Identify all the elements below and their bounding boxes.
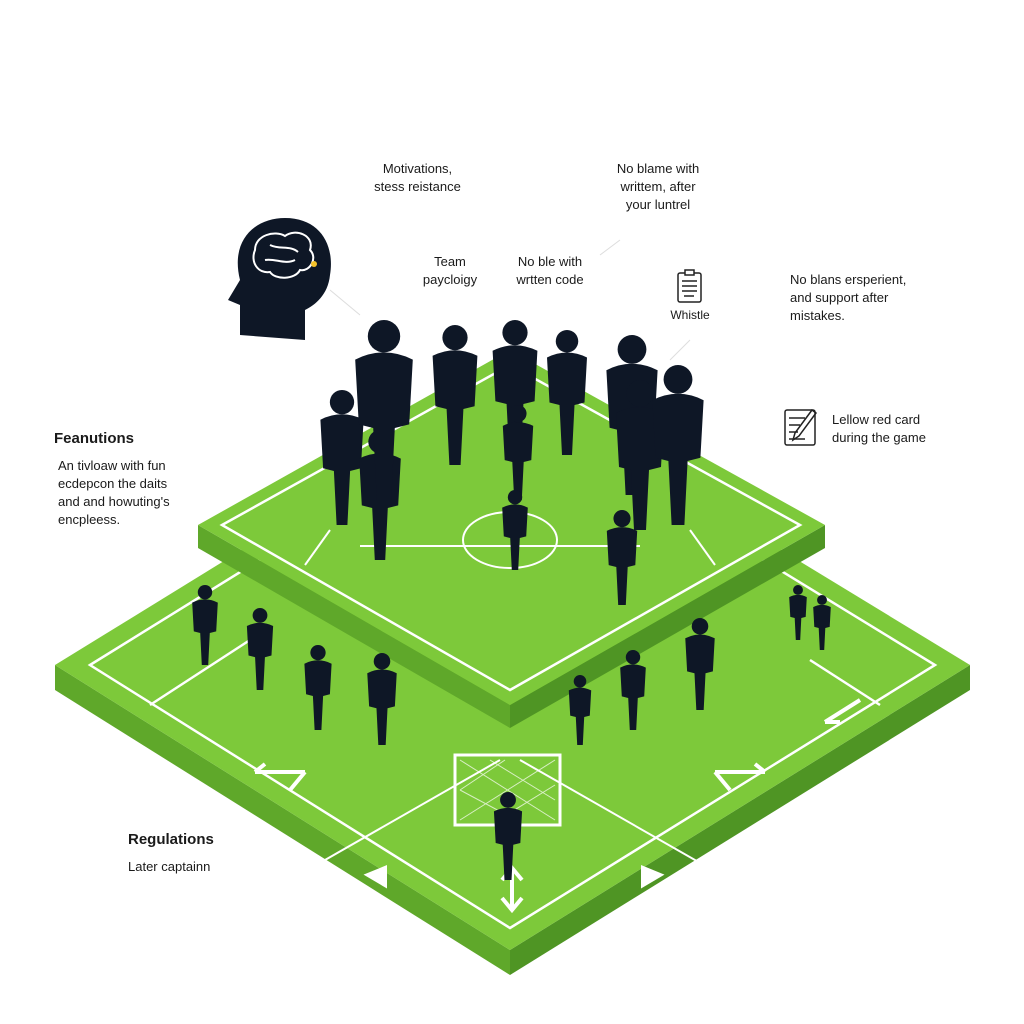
leader-lines <box>329 239 691 361</box>
label-yellow-red-card: Lellow red card during the game <box>832 412 926 445</box>
foundations-title: Feanutions <box>54 430 135 447</box>
player-head <box>252 608 268 623</box>
label-no-ble-code: No ble with wrtten code <box>516 254 584 287</box>
player-silhouette <box>547 352 587 455</box>
regulations-title: Regulations <box>128 831 214 848</box>
player-head <box>509 405 527 423</box>
player-silhouette <box>320 414 364 525</box>
player-silhouette <box>606 527 638 605</box>
player-head <box>573 675 587 688</box>
arrow-icon <box>641 865 665 889</box>
player-head <box>502 320 528 346</box>
player-silhouette <box>616 407 664 530</box>
player-silhouette <box>502 504 528 570</box>
brain-head-icon <box>228 218 331 340</box>
player-silhouette <box>568 687 592 745</box>
player-head <box>442 325 468 351</box>
label-motivations: Motivations, stess reistance <box>374 161 461 194</box>
player-silhouette <box>367 669 397 745</box>
foundations-body: An tivloaw with fun ecdepcon the daits a… <box>58 458 170 527</box>
player-head <box>613 510 631 528</box>
player-silhouette <box>492 345 538 460</box>
player-head <box>663 365 693 394</box>
player-head <box>626 380 654 407</box>
player-head <box>555 330 579 353</box>
player-silhouette <box>432 350 478 465</box>
player-head <box>691 618 709 635</box>
player-head <box>329 390 355 415</box>
label-no-blans: No blans ersperient, and support after m… <box>790 272 907 323</box>
regulations-body: Later captainn <box>128 859 211 874</box>
player-head <box>367 320 401 353</box>
player-head <box>507 490 523 505</box>
arrow-icon <box>253 762 307 792</box>
player-silhouette <box>304 660 332 730</box>
player-silhouette <box>620 664 646 730</box>
player-silhouette <box>652 393 704 525</box>
player-head <box>817 595 827 605</box>
player-head <box>500 792 516 808</box>
player-head <box>310 645 326 661</box>
player-head <box>625 650 641 665</box>
label-no-blame-written: No blame with writtem, after your luntre… <box>616 161 700 212</box>
player-silhouette <box>246 622 274 690</box>
notepad-pencil-icon <box>784 408 818 446</box>
player-silhouette <box>192 599 218 665</box>
player-silhouette <box>355 352 413 500</box>
player-silhouette <box>813 604 831 650</box>
player-head <box>793 585 803 595</box>
arrow-icon <box>713 762 767 792</box>
arrow-icon <box>823 698 862 724</box>
arrow-icon <box>363 865 387 889</box>
player-silhouettes <box>192 320 831 880</box>
player-silhouette <box>493 807 523 880</box>
player-head <box>197 585 213 600</box>
player-silhouette <box>685 634 715 710</box>
player-silhouette <box>789 594 807 640</box>
label-team-psychology: Team paycloigy <box>422 254 478 287</box>
player-head <box>617 335 647 364</box>
label-whistle: Whistle <box>670 308 710 322</box>
clipboard-icon <box>677 269 702 303</box>
player-silhouette <box>502 422 534 500</box>
player-head <box>373 653 391 670</box>
